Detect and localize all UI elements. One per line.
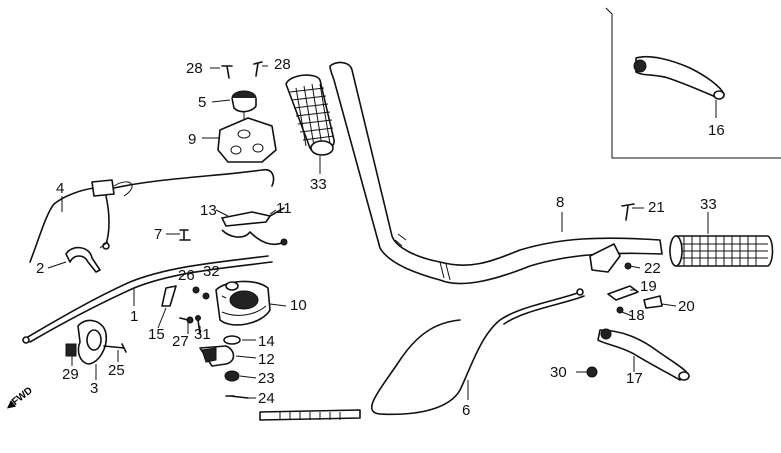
part-17-lever [597, 328, 690, 381]
callout-21: 21 [648, 199, 665, 216]
part-2-clamp [65, 241, 109, 273]
callout-3: 3 [90, 380, 99, 397]
callout-2: 2 [36, 260, 45, 277]
part-18 [616, 306, 624, 314]
callout-22: 22 [644, 260, 661, 277]
callout-18: 18 [628, 307, 645, 324]
part-16-lever [633, 55, 725, 118]
callout-15: 15 [148, 326, 165, 343]
callout-16: 16 [708, 122, 725, 139]
part-9-housing [217, 117, 277, 163]
inset-frame [605, 7, 781, 159]
part-15 [161, 285, 177, 307]
callout-4: 4 [56, 180, 65, 197]
callout-13: 13 [200, 202, 217, 219]
part-29 [65, 343, 77, 357]
part-26-32-screws [192, 286, 210, 300]
callout-20: 20 [678, 298, 695, 315]
callout-33: 33 [310, 176, 327, 193]
callout-7: 7 [154, 226, 163, 243]
part-10-throttle-housing [215, 280, 271, 326]
callout-29: 29 [62, 366, 79, 383]
callout-11: 11 [276, 200, 292, 217]
callout-9: 9 [188, 131, 197, 148]
callout-28: 28 [186, 60, 203, 77]
part-8-handlebar [329, 61, 663, 285]
part-24 [225, 395, 249, 399]
part-19 [607, 285, 639, 301]
callout-10: 10 [290, 297, 307, 314]
part-25 [103, 343, 127, 353]
part-12 [199, 345, 235, 367]
part-1-cable [22, 255, 273, 344]
leader-lines [47, 65, 709, 400]
part-21-bolt [621, 203, 635, 221]
callout-17: 17 [626, 370, 643, 387]
callout-33: 33 [700, 196, 717, 213]
callout-25: 25 [108, 362, 125, 379]
callout-12: 12 [258, 351, 275, 368]
part-33-left-grip [285, 74, 335, 156]
part-20 [643, 295, 663, 309]
part-14 [223, 335, 241, 345]
callout-19: 19 [640, 278, 657, 295]
part-13-bracket [221, 207, 288, 246]
callout-23: 23 [258, 370, 275, 387]
callout-28: 28 [274, 56, 291, 73]
callout-8: 8 [556, 194, 565, 211]
callout-1: 1 [130, 308, 139, 325]
callout-31: 31 [194, 326, 211, 343]
part-22 [589, 243, 632, 273]
part-28-screws [221, 61, 263, 79]
part-33-right-grip [669, 235, 774, 267]
callout-6: 6 [462, 402, 471, 419]
callout-32: 32 [203, 263, 220, 280]
part-23 [224, 370, 240, 382]
part-4-harness [29, 168, 275, 263]
part-3-clamp [77, 319, 108, 365]
callout-30: 30 [550, 364, 567, 381]
part-30 [586, 366, 598, 378]
callout-5: 5 [198, 94, 207, 111]
part-7-screw [179, 229, 191, 241]
part-6-cable [259, 288, 585, 421]
callout-24: 24 [258, 390, 275, 407]
callout-14: 14 [258, 333, 275, 350]
callout-26: 26 [178, 267, 195, 284]
callout-27: 27 [172, 333, 189, 350]
